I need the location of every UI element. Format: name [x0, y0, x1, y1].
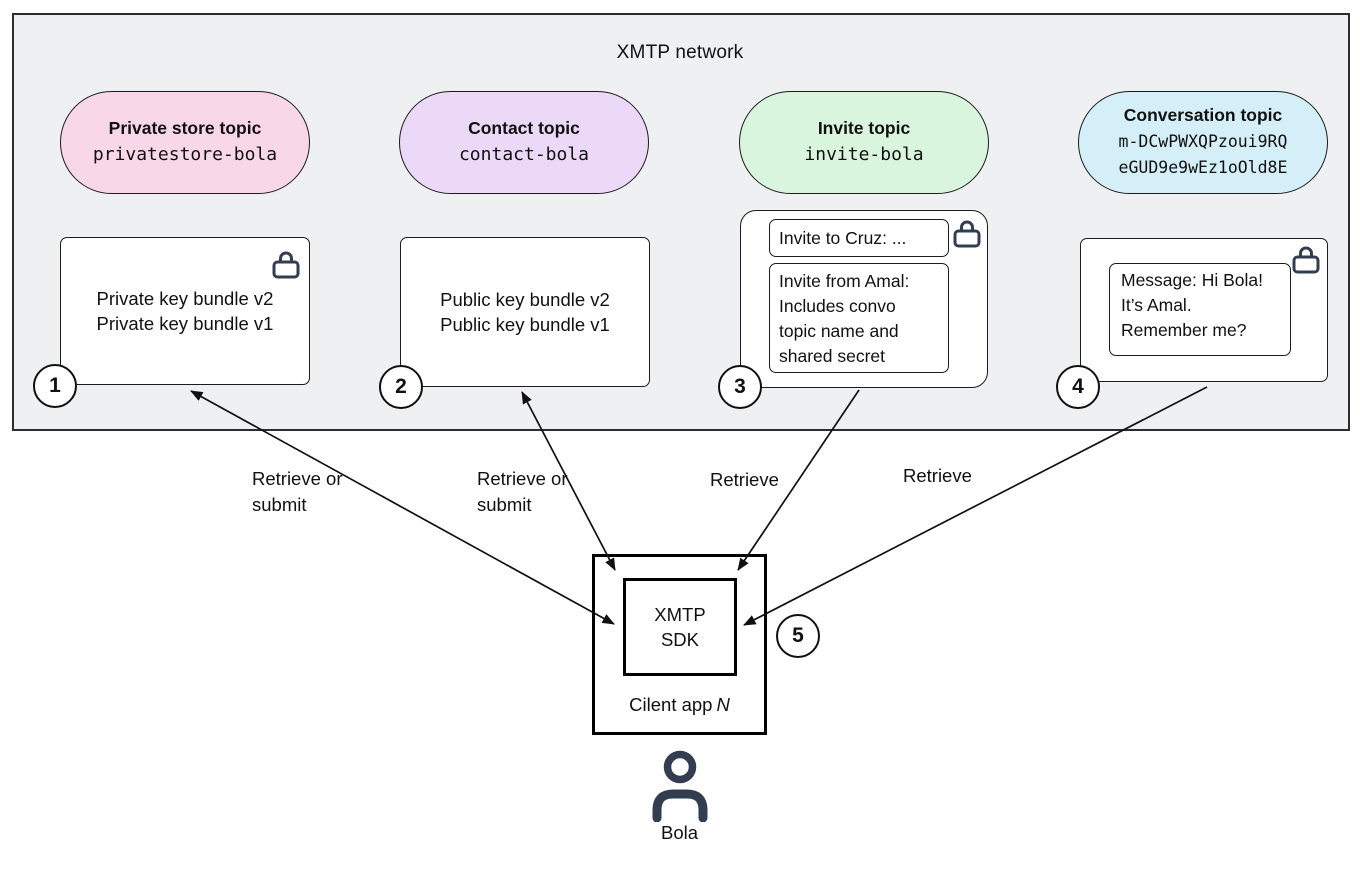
- contact-box: Public key bundle v2 Public key bundle v…: [400, 237, 650, 387]
- pill-title: Contact topic: [468, 118, 580, 138]
- pill-private-store-topic: Private store topic privatestore-bola: [60, 91, 310, 194]
- bundle-line: Private key bundle v2: [96, 288, 274, 309]
- lock-icon: [953, 220, 981, 248]
- topic-name-line2: eGUD9e9wEz1oOld8E: [1118, 157, 1288, 177]
- public-key-bundles: Public key bundle v2 Public key bundle v…: [401, 287, 649, 337]
- client-app-label-text: Cilent app: [629, 694, 713, 715]
- pill-title: Conversation topic: [1123, 104, 1283, 125]
- bundle-line: Public key bundle v2: [440, 289, 610, 310]
- private-key-bundles: Private key bundle v2 Private key bundle…: [61, 286, 309, 336]
- step-badge-2: 2: [379, 365, 423, 409]
- client-app-label-variable: N: [716, 694, 730, 715]
- arrow-label-retrieve-3: Retrieve: [710, 469, 779, 490]
- topic-name-line1: m-DCwPWXQPzoui9RQ: [1118, 131, 1288, 151]
- lock-icon: [272, 251, 300, 279]
- arrow-label-retrieve-or-submit-1: Retrieve or submit: [252, 468, 343, 515]
- invite-to-cruz-note: Invite to Cruz: ...: [769, 219, 949, 257]
- person-icon: [652, 750, 708, 822]
- invite-from-amal-note: Invite from Amal: Includes convo topic n…: [769, 263, 949, 373]
- sdk-label-line1: XMTP: [654, 604, 706, 625]
- pill-title: Private store topic: [108, 118, 262, 138]
- bundle-line: Private key bundle v1: [96, 313, 274, 334]
- user-name: Bola: [660, 822, 699, 843]
- xmtp-sdk-box: XMTP SDK: [623, 578, 737, 676]
- note-text: Message: Hi Bola! It’s Amal. Remember me…: [1121, 270, 1264, 340]
- pill-title: Invite topic: [817, 118, 911, 138]
- arrow-label-retrieve-4: Retrieve: [903, 465, 972, 486]
- step-badge-1: 1: [33, 364, 77, 408]
- topic-name: invite-bola: [804, 144, 924, 165]
- network-title: XMTP network: [616, 42, 744, 63]
- sdk-label-line2: SDK: [660, 629, 700, 650]
- bundle-line: Public key bundle v1: [440, 314, 610, 335]
- private-store-box: Private key bundle v2 Private key bundle…: [60, 237, 310, 385]
- arrow-label-retrieve-or-submit-2: Retrieve or submit: [477, 468, 568, 515]
- note-text: Invite to Cruz: ...: [779, 227, 907, 248]
- lock-icon: [1292, 246, 1320, 274]
- pill-conversation-topic: Conversation topic m-DCwPWXQPzoui9RQ eGU…: [1078, 91, 1328, 194]
- topic-name: contact-bola: [458, 144, 590, 165]
- step-badge-3: 3: [718, 365, 762, 409]
- step-badge-4: 4: [1056, 365, 1100, 409]
- pill-contact-topic: Contact topic contact-bola: [399, 91, 649, 194]
- conversation-box: Message: Hi Bola! It’s Amal. Remember me…: [1080, 238, 1328, 382]
- note-text: Invite from Amal: Includes convo topic n…: [779, 271, 910, 366]
- topic-name: privatestore-bola: [92, 144, 278, 165]
- invite-box: Invite to Cruz: ... Invite from Amal: In…: [740, 210, 988, 388]
- message-note: Message: Hi Bola! It’s Amal. Remember me…: [1109, 263, 1291, 356]
- step-badge-5: 5: [776, 614, 820, 658]
- pill-invite-topic: Invite topic invite-bola: [739, 91, 989, 194]
- topic-name: m-DCwPWXQPzoui9RQ eGUD9e9wEz1oOld8E: [1119, 129, 1288, 181]
